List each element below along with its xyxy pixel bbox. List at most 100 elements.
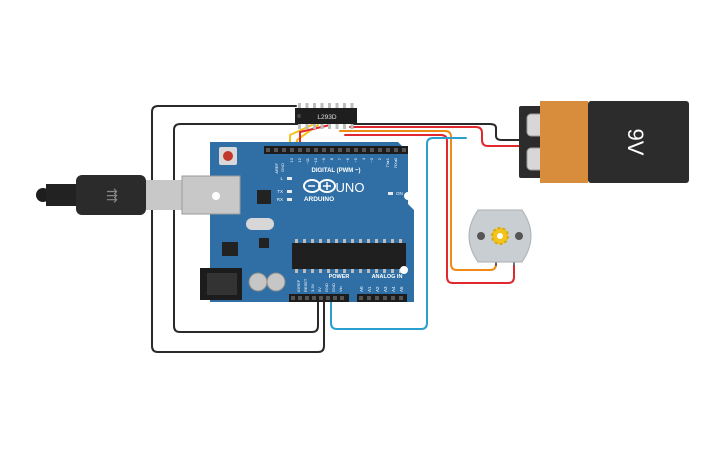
- battery-body-black: [588, 101, 689, 183]
- header-hole[interactable]: [312, 296, 316, 300]
- header-hole[interactable]: [383, 296, 387, 300]
- reset-button-cap[interactable]: [223, 151, 233, 161]
- digital-header[interactable]: [264, 146, 408, 154]
- header-hole[interactable]: [338, 148, 342, 152]
- driver-chip-legs: [298, 103, 354, 129]
- chip-leg[interactable]: [350, 124, 354, 129]
- battery[interactable]: 9V: [519, 101, 689, 183]
- header-hole[interactable]: [378, 148, 382, 152]
- header-hole[interactable]: [274, 148, 278, 152]
- mcu-pin: [359, 269, 362, 273]
- chip-leg[interactable]: [298, 103, 301, 108]
- digital-pin-label: TX▸1: [385, 157, 390, 167]
- chip-leg[interactable]: [350, 103, 354, 108]
- chip-leg[interactable]: [320, 103, 324, 108]
- usb-icon: ⇶: [106, 187, 118, 203]
- header-hole[interactable]: [354, 148, 358, 152]
- chip-leg[interactable]: [313, 124, 316, 129]
- header-hole[interactable]: [340, 296, 344, 300]
- header-hole[interactable]: [399, 296, 403, 300]
- gnd-label: GND: [280, 163, 285, 172]
- header-hole[interactable]: [319, 296, 323, 300]
- header-hole[interactable]: [322, 148, 326, 152]
- mcu-pin: [311, 239, 314, 243]
- header-hole[interactable]: [326, 296, 330, 300]
- header-hole[interactable]: [359, 296, 363, 300]
- header-hole[interactable]: [370, 148, 374, 152]
- chip-leg[interactable]: [335, 124, 339, 129]
- wire-red-motor[interactable]: [344, 134, 515, 284]
- mcu-pin: [327, 269, 330, 273]
- analog-pin-label: A2: [375, 286, 380, 292]
- header-hole[interactable]: [291, 296, 295, 300]
- mcu-pin: [303, 239, 306, 243]
- digital-header-holes: [266, 148, 406, 152]
- dc-motor[interactable]: [468, 209, 532, 266]
- digital-pin-label: ~5: [353, 157, 358, 162]
- mcu-pin: [335, 239, 338, 243]
- header-hole[interactable]: [306, 148, 310, 152]
- header-hole[interactable]: [362, 148, 366, 152]
- regulator: [222, 242, 238, 256]
- header-hole[interactable]: [402, 148, 406, 152]
- wire-red-battery[interactable]: [349, 126, 527, 147]
- chip-leg[interactable]: [313, 103, 316, 108]
- analog-pin-label: A3: [383, 286, 388, 292]
- led-tx: [287, 190, 292, 193]
- usb-cable[interactable]: ⇶: [36, 175, 184, 215]
- chip-leg[interactable]: [320, 124, 324, 129]
- analog-header[interactable]: [357, 294, 407, 302]
- mcu-pin: [383, 239, 386, 243]
- power-pin-label: 3.3V: [310, 283, 315, 292]
- power-pin-label: RESET: [303, 278, 308, 292]
- chip-leg[interactable]: [305, 124, 309, 129]
- chip-leg[interactable]: [328, 124, 331, 129]
- wire-black-inner[interactable]: [173, 123, 319, 333]
- header-hole[interactable]: [305, 296, 309, 300]
- header-hole[interactable]: [282, 148, 286, 152]
- chip-leg[interactable]: [298, 124, 301, 129]
- mcu-pin: [327, 239, 330, 243]
- mount-hole-1: [212, 192, 220, 200]
- header-hole[interactable]: [266, 148, 270, 152]
- header-hole[interactable]: [346, 148, 350, 152]
- wire-blue[interactable]: [330, 137, 467, 330]
- battery-body-orange: [540, 101, 588, 183]
- header-hole[interactable]: [367, 296, 371, 300]
- header-hole[interactable]: [290, 148, 294, 152]
- aref-label: AREF: [274, 162, 279, 173]
- motor-pad-left: [477, 232, 485, 240]
- chip-leg[interactable]: [343, 124, 346, 129]
- header-hole[interactable]: [330, 148, 334, 152]
- mount-hole-2: [404, 192, 412, 200]
- header-hole[interactable]: [391, 296, 395, 300]
- led-rx: [287, 198, 292, 201]
- header-hole[interactable]: [298, 148, 302, 152]
- wire-black-battery[interactable]: [351, 123, 527, 141]
- header-hole[interactable]: [375, 296, 379, 300]
- battery-label: 9V: [623, 129, 648, 156]
- mcu-pin: [391, 269, 394, 273]
- header-hole[interactable]: [333, 296, 337, 300]
- wire-orange-motor[interactable]: [339, 130, 497, 271]
- wire-black-outer[interactable]: [151, 105, 325, 353]
- header-hole[interactable]: [314, 148, 318, 152]
- header-hole[interactable]: [298, 296, 302, 300]
- mcu-pin: [319, 269, 322, 273]
- header-hole[interactable]: [386, 148, 390, 152]
- chip-leg[interactable]: [305, 103, 309, 108]
- led-on: [388, 192, 393, 195]
- driver-chip[interactable]: L293D: [295, 103, 357, 129]
- header-hole[interactable]: [394, 148, 398, 152]
- chip-leg[interactable]: [343, 103, 346, 108]
- mcu-pin: [311, 269, 314, 273]
- power-label: POWER: [329, 274, 350, 280]
- power-pin-label: GND: [331, 283, 336, 292]
- analog-label: ANALOG IN: [372, 274, 403, 280]
- digital-pin-label: ~10: [313, 157, 318, 165]
- chip-leg[interactable]: [335, 103, 339, 108]
- small-ic: [259, 238, 269, 248]
- chip-leg[interactable]: [328, 103, 331, 108]
